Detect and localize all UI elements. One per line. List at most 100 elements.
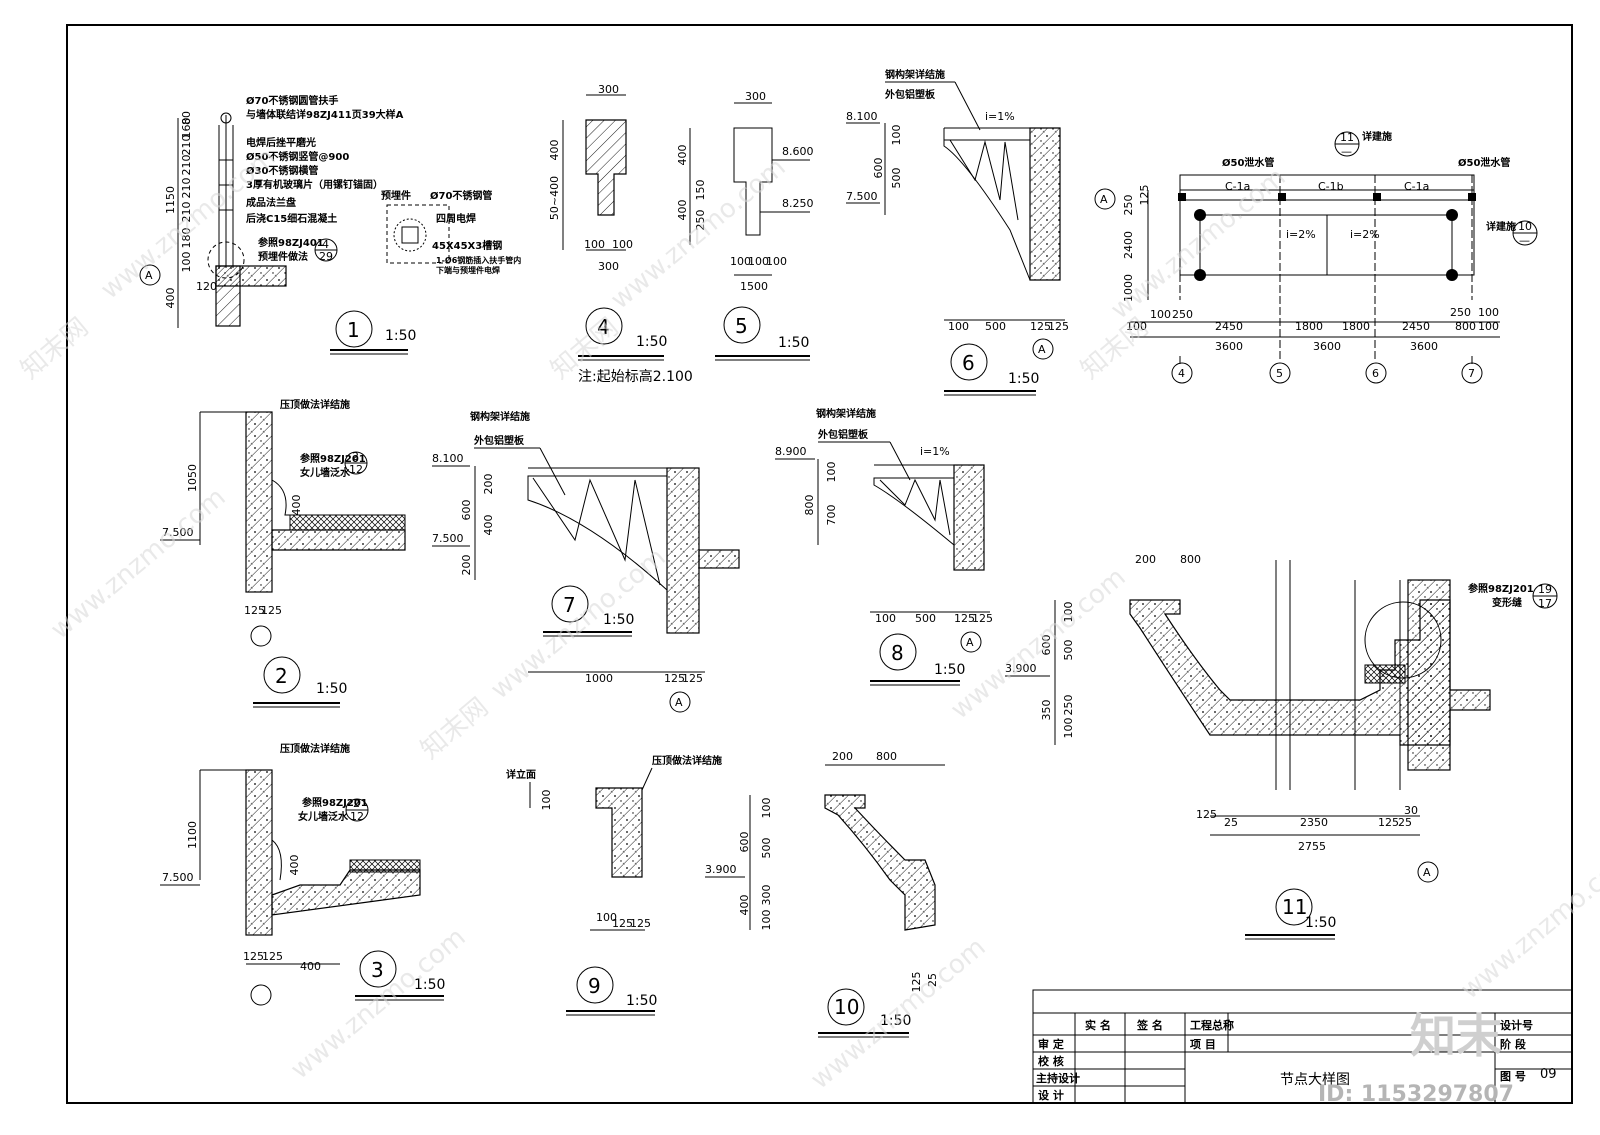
- tb-role-1: 校 核: [1038, 1054, 1064, 1068]
- d11-dim-125b: 125: [1378, 816, 1399, 829]
- d8-dim-125a: 125: [954, 612, 975, 625]
- d6-dim-600: 600: [872, 158, 885, 179]
- d6-note-1: 外包铝塑板: [884, 88, 936, 101]
- watermark-site-4: www.znzmo.com: [45, 482, 231, 645]
- tb-drawing-no-label: 图 号: [1500, 1070, 1526, 1083]
- d7-note-1: 外包铝塑板: [473, 434, 525, 447]
- d5-dim-400a: 400: [676, 145, 689, 166]
- plan-ref-bot: —: [1341, 145, 1352, 158]
- d1-note-5: 3厚有机玻璃片（用镙钉锚固）: [246, 178, 383, 191]
- detail-4: 300 400 50~400 100 100 300 4 1:50 注:起始标高…: [548, 83, 693, 385]
- d1-dim-160: 160: [180, 118, 193, 139]
- d11-elev: 3.900: [1005, 662, 1037, 675]
- plan-ref-r-top: 10: [1518, 220, 1532, 233]
- d9-dim-100h: 100: [596, 911, 617, 924]
- watermark-site-5: www.znzmo.com: [485, 542, 671, 705]
- d4-note: 注:起始标高2.100: [578, 368, 693, 385]
- detail-6: 钢构架详结施 外包铝塑板 i=1% 8.100 7.500 100 600 50…: [846, 68, 1069, 396]
- d1-sec-2: 四周电焊: [436, 212, 476, 225]
- d2-note-top: 压顶做法详结施: [280, 398, 350, 411]
- d4-number: 4: [597, 315, 610, 339]
- tb-name-col: 实 名: [1085, 1018, 1111, 1032]
- d3-number: 3: [371, 958, 384, 982]
- d2-ref: 参照98ZJ201: [300, 452, 366, 465]
- d4-dim-300b: 300: [598, 260, 619, 273]
- d1-sec-4: 1-Ø6钢筋插入扶手管内: [436, 255, 521, 265]
- d8-dim-125b: 125: [972, 612, 993, 625]
- d6-dim-100b: 100: [948, 320, 969, 333]
- tb-project-label: 项 目: [1190, 1038, 1216, 1051]
- d5-dim-100c: 100: [766, 255, 787, 268]
- d5-number: 5: [735, 314, 748, 338]
- plan-pipe-left: Ø50泄水管: [1222, 156, 1274, 169]
- d8-number: 8: [891, 641, 904, 665]
- plan-dim-3600c: 3600: [1410, 340, 1438, 353]
- d5-dim-250: 250: [694, 210, 707, 231]
- d1-sec-5: 下端与预埋件电焊: [436, 265, 500, 275]
- d1-dim-400: 400: [164, 288, 177, 309]
- d7-dim-1000: 1000: [585, 672, 613, 685]
- d7-elev-8100: 8.100: [432, 452, 464, 465]
- d6-number: 6: [962, 351, 975, 375]
- d1-dim-100: 100: [180, 252, 193, 273]
- plan-dim-h-2450b: 2450: [1402, 320, 1430, 333]
- watermark-logo: 知末: [1410, 1009, 1502, 1063]
- d1-sec-1: Ø70不锈钢管: [430, 189, 492, 202]
- d7-dim-400: 400: [482, 515, 495, 536]
- detail-plan: C-1a C-1b C-1a Ø50泄水管 Ø50泄水管 i=2% i=2% 1…: [1094, 130, 1538, 384]
- d10-dim-125: 125: [910, 972, 923, 993]
- d3-dim-1100: 1100: [186, 821, 199, 849]
- d7-dim-200a: 200: [482, 474, 495, 495]
- d9-note-1: 压顶做法详结施: [652, 754, 722, 767]
- tb-sign-col: 签 名: [1136, 1018, 1163, 1032]
- d10-dim-800: 800: [876, 750, 897, 763]
- plan-dim-3600a: 3600: [1215, 340, 1243, 353]
- d9-scale: 1:50: [626, 993, 657, 1009]
- title-block: 实 名 签 名 工程总称 项 目 设计号 阶 段 图 号 09 节点大样图 审 …: [1032, 989, 1573, 1104]
- d11-ref: 参照98ZJ201: [1468, 582, 1534, 595]
- d1-dim-210d: 210: [180, 202, 193, 223]
- d1-dim-1150: 1150: [164, 186, 177, 214]
- tb-drawing-title: 节点大样图: [1280, 1072, 1350, 1088]
- d6-dim-125a: 125: [1030, 320, 1051, 333]
- d2-ref-top: 2: [352, 450, 359, 463]
- d11-dim-125a: 125: [1196, 808, 1217, 821]
- plan-dim-v-250: 250: [1122, 195, 1135, 216]
- detail-1: 1150 210 160 80 210 210 210 180 100 400 …: [139, 94, 521, 355]
- d11-ref-bot: 17: [1538, 597, 1552, 610]
- d1-note-4: Ø30不锈钢横管: [246, 164, 318, 177]
- d3-dim-400b: 400: [300, 960, 321, 973]
- d6-dim-500: 500: [890, 168, 903, 189]
- d7-dim-200b: 200: [460, 555, 473, 576]
- plan-ref-r-bot: —: [1519, 234, 1530, 247]
- d2-dim-125b: 125: [261, 604, 282, 617]
- d2-scale: 1:50: [316, 681, 347, 697]
- d2-dim-1050: 1050: [186, 464, 199, 492]
- d11-dim-800: 800: [1180, 553, 1201, 566]
- d2-dim-125a: 125: [244, 604, 265, 617]
- d8-dim-100: 100: [825, 462, 838, 483]
- d4-dim-100a: 100: [584, 238, 605, 251]
- plan-axis-6: 6: [1372, 367, 1379, 380]
- d11-dim-30: 30: [1404, 804, 1418, 817]
- d11-dim-2755: 2755: [1298, 840, 1326, 853]
- d3-dim-125b: 125: [262, 950, 283, 963]
- d3-ref-top: 2: [353, 797, 360, 810]
- d6-dim-125b: 125: [1048, 320, 1069, 333]
- d7-note-0: 钢构架详结施: [470, 410, 530, 423]
- d1-sec-0: 预埋件: [381, 189, 411, 202]
- d4-dim-400: 400: [548, 140, 561, 161]
- d1-note-1: 与墙体联结详98ZJ411页39大样A: [246, 108, 404, 121]
- d6-elev-7500: 7.500: [846, 190, 878, 203]
- d5-dim-100a: 100: [730, 255, 751, 268]
- watermark-site-9: www.znzmo.com: [1455, 842, 1600, 1005]
- plan-axis-4: 4: [1178, 367, 1185, 380]
- d8-slope: i=1%: [920, 445, 950, 458]
- d1-note-6: 成品法兰盘: [246, 196, 296, 209]
- d5-elev-8600: 8.600: [782, 145, 814, 158]
- d4-dim-100b: 100: [612, 238, 633, 251]
- d9-note-0: 详立面: [506, 768, 536, 781]
- detail-9: 详立面 压顶做法详结施 100 100 125 125 9 1:50: [506, 754, 722, 1016]
- tb-drawing-no: 09: [1540, 1067, 1557, 1082]
